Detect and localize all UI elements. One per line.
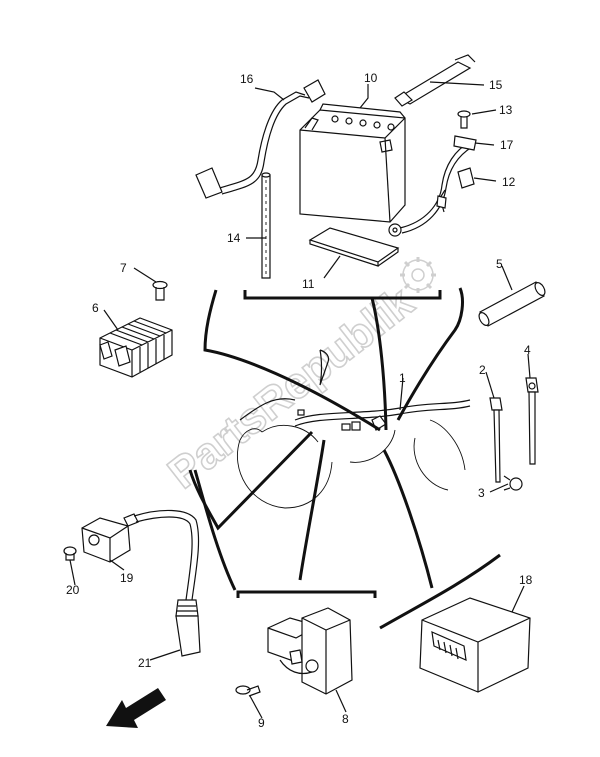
callout-6: 6: [92, 301, 99, 315]
terminal-cover-12: [457, 167, 475, 189]
harness-leader-lines: [188, 287, 464, 589]
motorcycle-silhouette: [236, 419, 466, 509]
callout-10: 10: [364, 71, 378, 85]
battery-sheet: [308, 227, 400, 267]
battery: [299, 103, 406, 223]
bolt-20: [63, 546, 77, 561]
clamp-3: [503, 475, 523, 491]
callout-9: 9: [258, 716, 265, 730]
battery-positive-lead: [195, 79, 326, 199]
callout-19: 19: [120, 571, 134, 585]
callout-21: 21: [138, 656, 152, 670]
band-2: [489, 397, 503, 483]
front-direction-arrow-icon: [106, 688, 166, 728]
callout-11: 11: [302, 277, 315, 291]
callout-16: 16: [240, 72, 254, 86]
high-tension-lead: [133, 509, 200, 601]
callout-18: 18: [519, 573, 533, 587]
callout-12: 12: [502, 175, 516, 189]
rectifier-regulator: [99, 317, 173, 378]
battery-caps: [331, 115, 395, 131]
callout-4: 4: [524, 343, 531, 357]
callout-5: 5: [496, 257, 503, 271]
coil-group-bracket: [193, 469, 237, 591]
wire-harness: [239, 349, 471, 431]
bolt-13: [457, 110, 471, 129]
breather-pipe: [261, 172, 271, 279]
callout-17: 17: [500, 138, 514, 152]
callout-2: 2: [479, 363, 486, 377]
callout-3: 3: [478, 486, 485, 500]
battery-negative-lead: [388, 135, 477, 237]
callout-15: 15: [489, 78, 503, 92]
spark-plug-cap: [175, 599, 201, 657]
leader-lines: [69, 81, 531, 719]
callout-labels: 1 2 3 4 5 6 7 8 9 10 11 12 13 14 15 16 1…: [66, 71, 533, 730]
callout-14: 14: [227, 231, 241, 245]
hose-5: [478, 281, 546, 327]
callout-8: 8: [342, 712, 349, 726]
cdi-group-bracket: [379, 553, 501, 630]
igniter-unit: [267, 607, 353, 695]
callout-1: 1: [399, 371, 406, 385]
callout-7: 7: [120, 261, 127, 275]
ignition-coil: [81, 513, 139, 563]
battery-strap: [394, 54, 476, 107]
band-4: [525, 377, 539, 465]
callout-13: 13: [499, 103, 513, 117]
callout-20: 20: [66, 583, 80, 597]
ignition-group-bracket: [236, 590, 377, 598]
cdi-unit: [419, 597, 531, 693]
bolt-7: [152, 280, 168, 301]
bolt-9: [235, 685, 261, 697]
gear-icon: [400, 257, 436, 293]
battery-group-bracket: [243, 290, 442, 300]
